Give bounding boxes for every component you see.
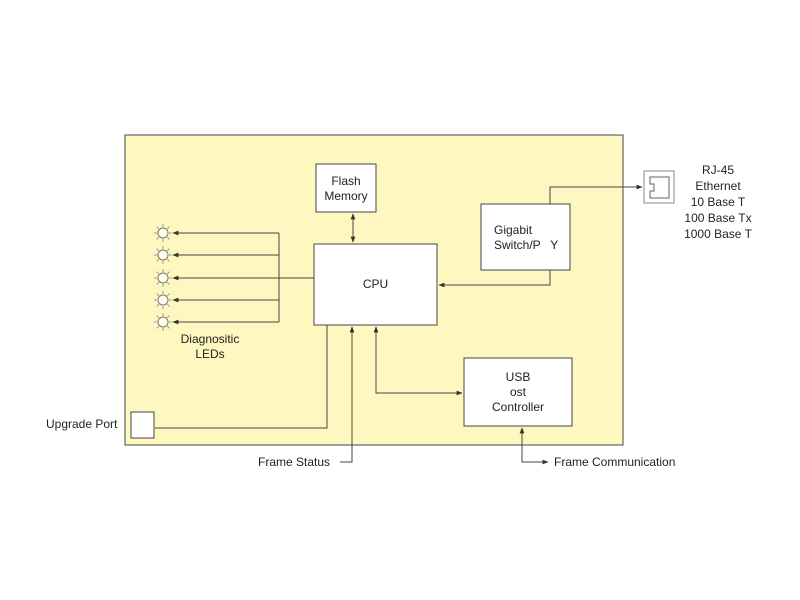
usb-line-1: USB: [505, 370, 531, 384]
switch-cpu-link: [438, 270, 551, 288]
cpu-label: CPU: [362, 277, 389, 291]
usb-line-2: ost: [509, 385, 526, 399]
flash-line-2: Memory: [324, 189, 368, 203]
frame-communication-label: Frame Communication: [554, 455, 676, 469]
rj45-line-5: 1000 Base T: [684, 227, 752, 241]
cpu-usb-link: [373, 326, 463, 396]
frame-comm-link: [519, 427, 549, 465]
gigabit-switch-label: Gigabit Switch/P Y: [494, 223, 574, 253]
led-icon: [154, 246, 172, 264]
switch-line-1: Gigabit: [494, 223, 533, 237]
upgrade-cpu-link: [155, 325, 328, 429]
frame-status-label: Frame Status: [258, 455, 331, 469]
upgrade-port-box: [130, 411, 155, 439]
led-icon: [154, 313, 172, 331]
led-icon: [154, 269, 172, 287]
rj45-jack-icon: [643, 170, 675, 204]
led-group: [154, 224, 172, 331]
led-bus: [172, 230, 314, 325]
frame-status-link: [340, 326, 355, 463]
cpu-box: [313, 243, 438, 326]
usb-controller-box: [463, 357, 573, 427]
leds-line-1: Diagnositic: [180, 332, 240, 346]
flash-memory-box: [315, 163, 377, 213]
upgrade-port-label: Upgrade Port: [46, 417, 118, 431]
diagnostic-leds-label: Diagnositic LEDs: [160, 332, 260, 362]
rj45-line-1: RJ-45: [701, 163, 734, 177]
switch-rj45-link: [549, 184, 643, 204]
switch-line-2: Switch/P Y: [494, 238, 559, 252]
flash-memory-label: Flash Memory: [316, 174, 376, 204]
usb-controller-label: USB ost Controller: [464, 370, 572, 415]
led-icon: [154, 291, 172, 309]
rj45-line-4: 100 Base Tx: [684, 211, 752, 225]
leds-line-2: LEDs: [195, 347, 225, 361]
rj45-line-3: 10 Base T: [690, 195, 746, 209]
rj45-line-2: Ethernet: [695, 179, 741, 193]
gigabit-switch-box: [480, 203, 571, 271]
led-icon: [154, 224, 172, 242]
rj45-label: RJ-45 Ethernet 10 Base T 100 Base Tx 100…: [672, 162, 764, 242]
flash-line-1: Flash: [331, 174, 361, 188]
usb-line-3: Controller: [491, 400, 545, 414]
